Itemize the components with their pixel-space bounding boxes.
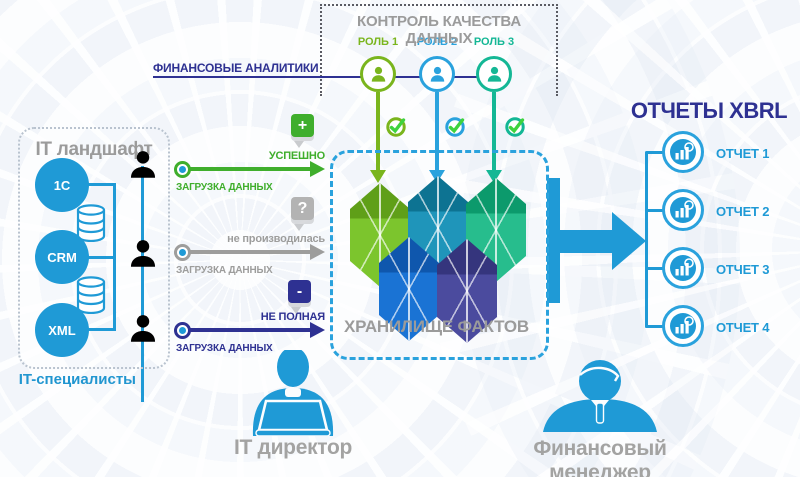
check-icon	[505, 117, 525, 137]
check-icon	[445, 117, 465, 137]
minus-badge-icon: -	[288, 280, 311, 314]
quality-control-title: КОНТРОЛЬ КАЧЕСТВА ДАННЫХ	[357, 13, 521, 47]
role-1-person-icon	[360, 56, 396, 92]
it-director-label: IT директор	[233, 436, 353, 459]
database-icon	[76, 276, 106, 314]
load-source-icon	[174, 322, 191, 339]
it-specialists-label: IT-специалисты	[18, 371, 136, 388]
report-2-icon	[662, 189, 704, 231]
it-director-icon	[252, 350, 334, 436]
plus-badge-icon: +	[291, 114, 314, 148]
role-1-label: РОЛЬ 1	[357, 36, 399, 48]
report-4-label: ОТЧЕТ 4	[716, 320, 770, 335]
load-3-arrow	[189, 328, 311, 332]
load-3-label: ЗАГРУЗКА ДАННЫХ	[176, 343, 273, 354]
system-xml-circle: XML	[35, 303, 89, 357]
role-1-arrow	[376, 92, 380, 170]
report-2-label: ОТЧЕТ 2	[716, 204, 770, 219]
load-2-arrow	[189, 250, 311, 254]
load-1-arrow	[189, 167, 311, 171]
load-1-status: УСПЕШНО	[268, 150, 325, 162]
system-connector	[62, 256, 116, 259]
analysts-connector-line	[153, 76, 511, 78]
it-specialist-icon	[130, 315, 156, 342]
load-source-icon	[174, 161, 191, 178]
check-icon	[386, 117, 406, 137]
role-2-arrow	[435, 92, 439, 170]
system-1c-circle: 1С	[35, 158, 89, 212]
reports-title: ОТЧЕТЫ XBRL	[630, 98, 788, 123]
output-arrow-bar	[547, 178, 560, 303]
load-2-label: ЗАГРУЗКА ДАННЫХ	[176, 265, 273, 276]
reports-bracket-line	[645, 152, 648, 328]
role-2-person-icon	[419, 56, 455, 92]
it-specialists-line	[141, 166, 144, 402]
it-specialist-icon	[130, 151, 156, 178]
it-specialist-icon	[130, 240, 156, 267]
report-3-icon	[662, 247, 704, 289]
role-1-arrowhead	[370, 170, 386, 183]
facts-storage-label: ХРАНИЛИЩЕ ФАКТОВ	[344, 317, 529, 336]
load-source-icon	[174, 244, 191, 261]
question-badge-icon: ?	[291, 197, 314, 231]
report-connector	[645, 209, 665, 212]
load-1-label: ЗАГРУЗКА ДАННЫХ	[176, 182, 273, 193]
financial-analysts-label: ФИНАНСОВЫЕ АНАЛИТИКИ	[153, 61, 319, 75]
output-arrow-shaft	[560, 230, 615, 253]
database-icon	[76, 204, 106, 242]
load-1-arrowhead	[310, 161, 325, 177]
role-3-arrow	[492, 92, 496, 170]
report-1-icon	[662, 131, 704, 173]
load-3-arrowhead	[310, 322, 325, 338]
report-4-icon	[662, 305, 704, 347]
role-2-label: РОЛЬ 2	[416, 36, 458, 48]
report-3-label: ОТЧЕТ 3	[716, 262, 770, 277]
output-arrowhead	[612, 212, 646, 270]
report-connector	[645, 325, 665, 328]
load-3-status: НЕ ПОЛНАЯ	[260, 311, 325, 323]
role-3-person-icon	[476, 56, 512, 92]
load-2-arrowhead	[310, 244, 325, 260]
report-connector	[645, 267, 665, 270]
load-2-status: не производилась	[227, 233, 325, 245]
system-connector	[62, 183, 116, 186]
report-connector	[645, 151, 665, 154]
system-crm-circle: CRM	[35, 230, 89, 284]
finance-manager-icon	[543, 360, 657, 432]
role-3-label: РОЛЬ 3	[473, 36, 515, 48]
finance-manager-label: Финансовый менеджер	[533, 437, 667, 477]
system-connector	[62, 328, 116, 331]
report-1-label: ОТЧЕТ 1	[716, 146, 770, 161]
